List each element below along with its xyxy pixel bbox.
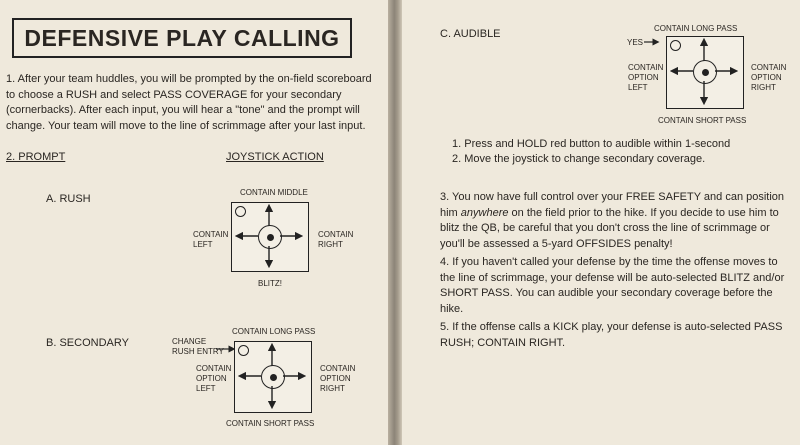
- secondary-button-circle: [238, 345, 249, 356]
- audible-step-1: 1. Press and HOLD red button to audible …: [452, 138, 731, 150]
- audible-left-label: CONTAIN OPTION LEFT: [628, 63, 664, 92]
- secondary-right-label: CONTAIN OPTION RIGHT: [320, 364, 356, 393]
- audible-button-circle: [670, 40, 681, 51]
- item-3-text-a: 3. You now have full control over your F…: [440, 191, 785, 219]
- item-3-emphasis: anywhere: [460, 206, 509, 219]
- audible-yes-label: YES: [627, 38, 644, 47]
- item-4: 4. If you haven't called your defense by…: [440, 256, 785, 315]
- audible-arrows: [669, 37, 739, 106]
- secondary-down-label: CONTAIN SHORT PASS: [226, 419, 315, 428]
- secondary-label: B. SECONDARY: [46, 337, 129, 349]
- title-box: DEFENSIVE PLAY CALLING: [12, 18, 352, 58]
- item-5: 5. If the offense calls a KICK play, you…: [440, 321, 783, 349]
- rush-left-label: CONTAIN LEFT: [193, 230, 229, 249]
- secondary-up-label: CONTAIN LONG PASS: [232, 327, 316, 336]
- secondary-left-label: CONTAIN OPTION LEFT: [196, 364, 232, 393]
- book-gutter: [388, 0, 402, 445]
- yes-arrow: [644, 38, 660, 46]
- prompt-label: 2. PROMPT: [6, 151, 66, 163]
- secondary-change-label: CHANGE RUSH ENTRY: [172, 337, 224, 356]
- secondary-joystick-icon: [261, 365, 285, 389]
- rush-arrows: [234, 203, 304, 269]
- rush-right-label: CONTAIN RIGHT: [318, 230, 354, 249]
- item-3: 3. You now have full control over your F…: [440, 190, 790, 252]
- audible-down-label: CONTAIN SHORT PASS: [658, 116, 747, 125]
- rush-button-circle: [235, 206, 246, 217]
- audible-label: C. AUDIBLE: [440, 28, 501, 40]
- audible-joystick-icon: [693, 60, 717, 84]
- audible-step-2: 2. Move the joystick to change secondary…: [452, 153, 706, 165]
- rush-label: A. RUSH: [46, 193, 91, 205]
- intro-paragraph: 1. After your team huddles, you will be …: [6, 73, 372, 132]
- left-page: DEFENSIVE PLAY CALLING 1. After your tea…: [0, 0, 388, 445]
- change-rush-arrow: [216, 345, 236, 353]
- joystick-action-label: JOYSTICK ACTION: [226, 151, 324, 163]
- item-3-text-b: on the field prior to the hike. If you d…: [440, 206, 779, 250]
- right-page: C. AUDIBLE CONTAIN LONG PASS YES CONTAIN…: [402, 0, 800, 445]
- rush-down-label: BLITZ!: [258, 279, 283, 288]
- page-title: DEFENSIVE PLAY CALLING: [24, 24, 340, 51]
- rush-up-label: CONTAIN MIDDLE: [240, 188, 308, 197]
- audible-right-label: CONTAIN OPTION RIGHT: [751, 63, 787, 92]
- rush-joystick-icon: [258, 225, 282, 249]
- audible-up-label: CONTAIN LONG PASS: [654, 24, 738, 33]
- secondary-arrows: [237, 342, 307, 410]
